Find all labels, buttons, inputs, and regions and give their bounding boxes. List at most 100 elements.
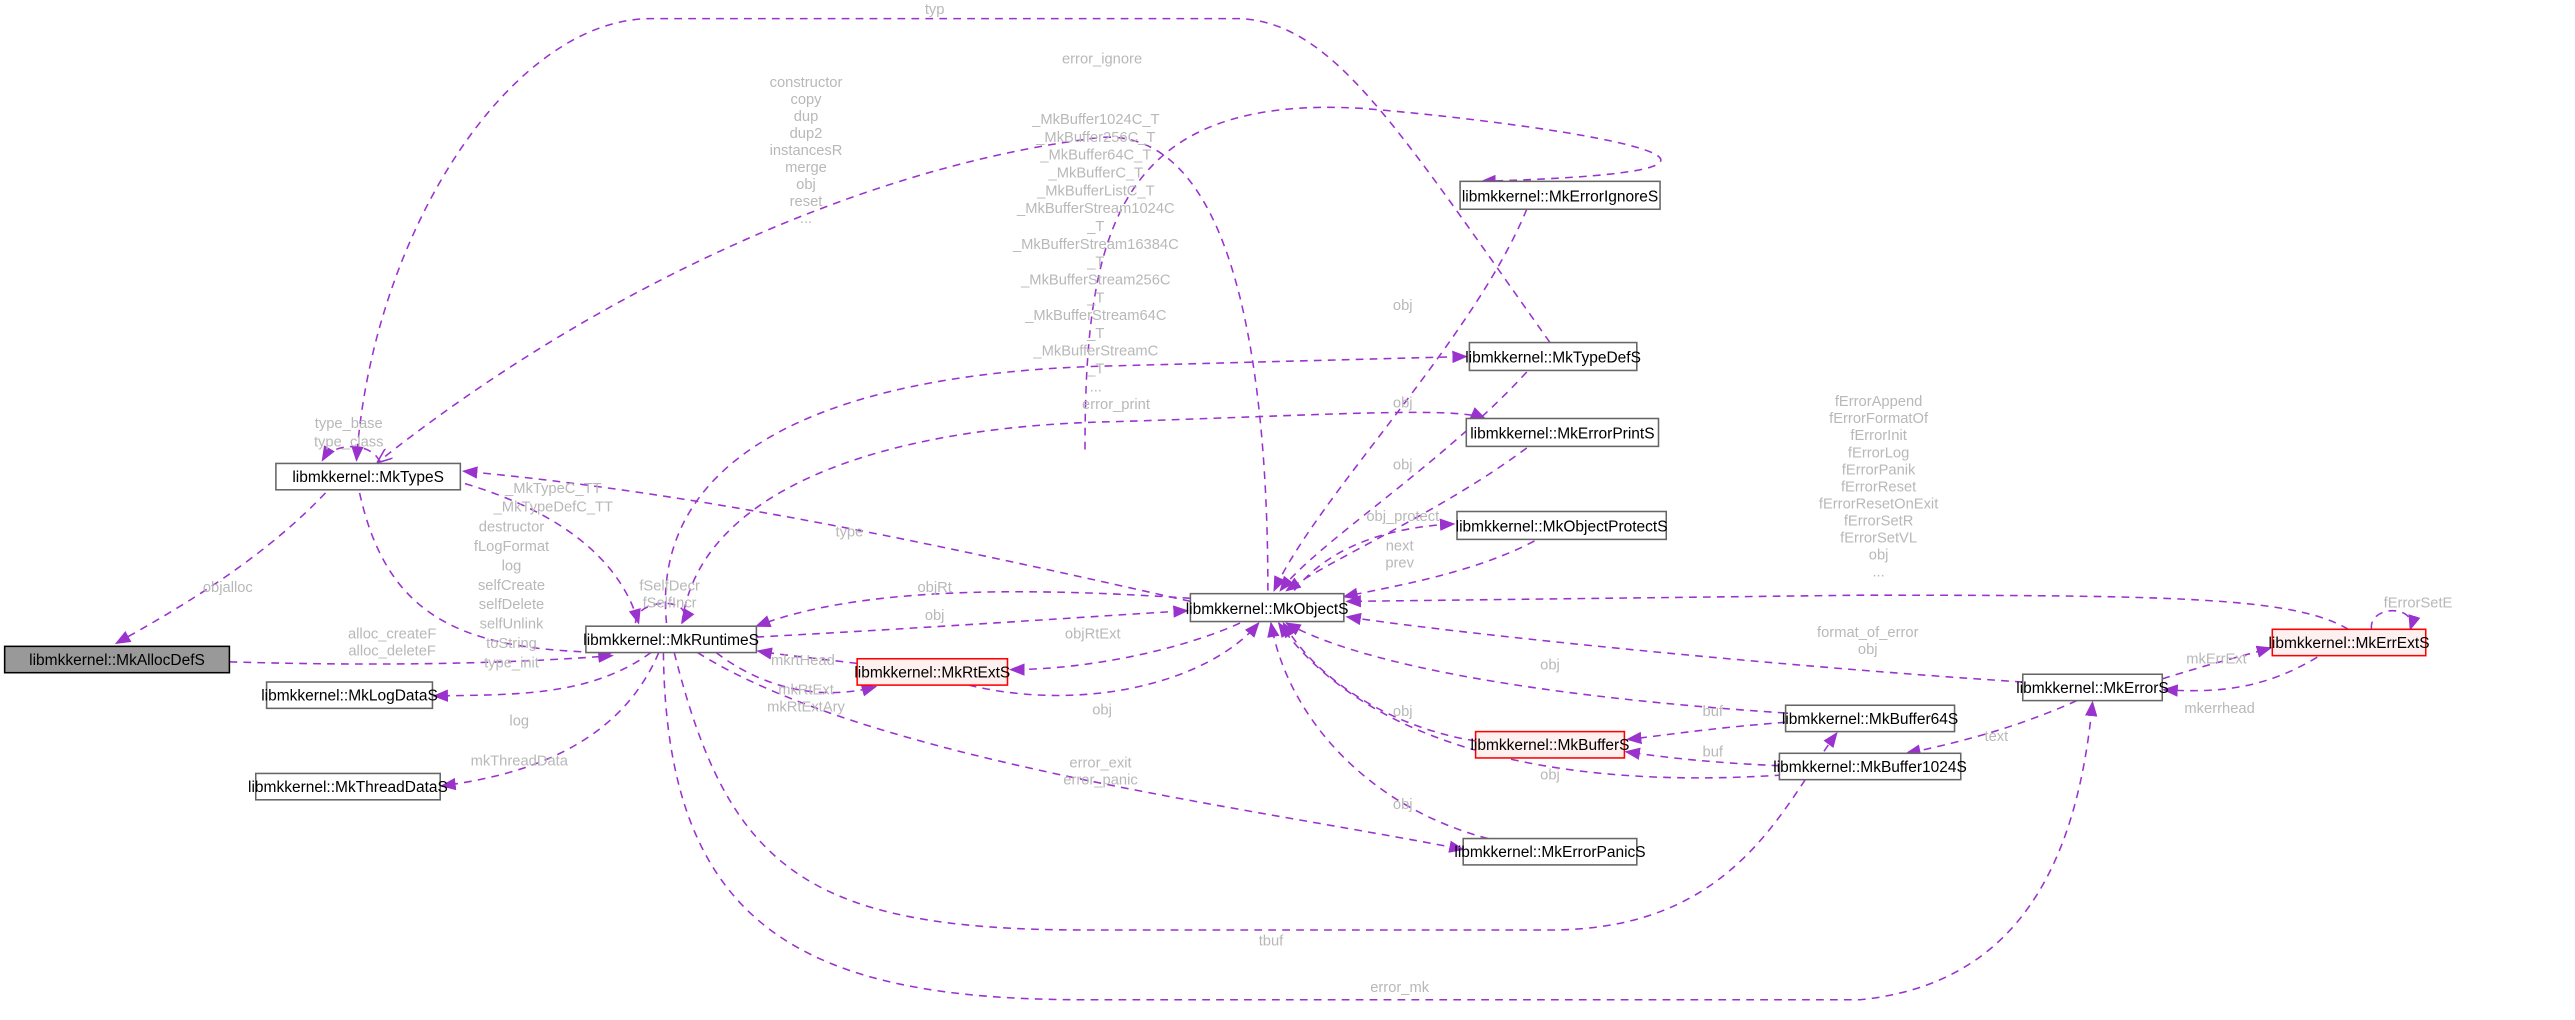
edge-label-line: fErrorLog [1848,445,1909,461]
edge-label-line: _T [1086,326,1104,342]
edge-runtime-typedef [664,350,1468,624]
edge-label-line: error_panic [1063,772,1137,788]
node-label: libmkkernel::MkLogDataS [261,688,438,705]
edge-label-line: copy [790,92,822,108]
edge-label-line: _MkBufferListC_T [1036,183,1155,199]
edge-text [1904,699,2078,757]
edge-error-mk [662,652,2098,1001]
edge-label-line: dup [794,109,819,125]
edge-label-line: fLogFormat [474,539,549,555]
edge-label-line: _T [1086,219,1104,235]
label-buf-1024: buf [1703,744,1724,760]
node-mkerrexts[interactable]: libmkkernel::MkErrExtS [2268,628,2430,657]
edge-label-line: _MkBuffer1024C_T [1031,112,1159,128]
node-label: libmkkernel::MkObjectS [1186,601,1349,618]
edge-buf1024-buf [1624,747,1780,767]
node-mkbuffer64s[interactable]: libmkkernel::MkBuffer64S [1782,704,1958,733]
node-mktypes[interactable]: libmkkernel::MkTypeS [275,462,462,491]
label-obj-buf1024: obj [1540,768,1560,784]
edge-types-to-object [378,136,1269,591]
label-error-print: error_print [1082,397,1150,413]
node-mktypedefs[interactable]: libmkkernel::MkTypeDefS [1465,341,1641,372]
label-obj-ignore: obj [1393,298,1413,314]
edge-labels: typ error_ignore constructorcopydupdup2i… [203,2,2453,996]
edge-mkErrExt [2162,645,2273,680]
label-obj-protect: obj_protect [1366,509,1439,525]
edge-mkRtExt [715,651,878,697]
edge-label-line: _MkTypeDefC_TT [493,499,613,515]
edge-label-line: obj [1869,548,1889,564]
edge-label-line: _MkBufferStreamC [1032,344,1158,360]
edge-next-prev [1342,540,1535,600]
edge-label-line: fSelfDecr [639,579,700,595]
label-text: text [1985,729,2009,745]
node-mkallocdefs[interactable]: libmkkernel::MkAllocDefS [3,645,231,674]
node-label: libmkkernel::MkTypeS [292,469,444,486]
edge-label-line: ... [800,211,812,227]
node-label: libmkkernel::MkBuffer64S [1782,711,1958,728]
node-mkbuffers[interactable]: libmkkernel::MkBufferS [1470,730,1630,759]
node-label: libmkkernel::MkAllocDefS [29,652,205,669]
edge-label-line: fErrorResetOnExit [1819,496,1938,512]
label-errext-obj: fErrorAppendfErrorFormatOffErrorInitfErr… [1819,394,1938,580]
edge-panic-obj [1267,621,1489,840]
node-mkrtexts[interactable]: libmkkernel::MkRtExtS [854,657,1010,686]
label-types-to-object: constructorcopydupdup2instancesRmergeobj… [770,75,843,227]
label-objRtExt: objRtExt [1065,627,1121,643]
label-types-runtime: _MkTypeC_TT _MkTypeDefC_TT [493,481,613,516]
node-mkerrors[interactable]: libmkkernel::MkErrorS [2016,673,2169,702]
node-label: libmkkernel::MkTypeDefS [1465,350,1641,367]
node-label: libmkkernel::MkRuntimeS [583,632,759,649]
edge-errext-self [2370,610,2421,631]
label-fErrorSetE: fErrorSetE [2384,596,2453,612]
edge-label-line: type_init [484,655,539,671]
edge-label-line: merge [785,160,827,176]
edge-obj-ignore [1273,208,1528,592]
node-mkruntimes[interactable]: libmkkernel::MkRuntimeS [583,625,759,654]
node-mkerrorprints[interactable]: libmkkernel::MkErrorPrintS [1465,417,1660,448]
edge-types-self [321,445,381,463]
edge-label-line: _MkBufferC_T [1048,165,1144,181]
edge-mkrtHead [756,647,858,665]
edge-label-line: alloc_deleteF [348,644,436,660]
edge-label-line: _MkTypeC_TT [504,481,602,497]
node-mkbuffer1024s[interactable]: libmkkernel::MkBuffer1024S [1773,752,1967,781]
edge-objalloc [114,492,327,645]
node-mkthreaddatas[interactable]: libmkkernel::MkThreadDataS [248,772,448,801]
label-mkErrExt: mkErrExt [2186,651,2247,667]
edge-label-line: _MkBuffer256C_T [1035,130,1155,146]
node-mkobjects[interactable]: libmkkernel::MkObjectS [1186,592,1349,623]
edge-alloc [229,650,614,665]
node-label: libmkkernel::MkBuffer1024S [1773,759,1967,776]
node-label: libmkkernel::MkObjectProtectS [1456,519,1668,536]
node-mkobjectprotects[interactable]: libmkkernel::MkObjectProtectS [1456,510,1668,541]
edge-label-line: obj [1858,642,1878,658]
node-label: libmkkernel::MkErrorPanicS [1454,844,1645,861]
label-objRt: objRt [917,580,951,596]
edge-label-line: fSelfIncr [643,596,697,612]
edge-label-line: _MkBufferStream64C [1024,308,1167,324]
edge-label-line: prev [1385,555,1414,571]
edge-error-ignore [1084,106,1662,450]
edge-label-line: alloc_createF [348,627,436,643]
edge-type [461,466,1191,603]
label-error-mk: error_mk [1370,980,1430,996]
label-typ: typ [925,2,945,18]
edge-label-line: log [502,558,522,574]
node-mklogdatas[interactable]: libmkkernel::MkLogDataS [261,681,438,710]
label-obj: obj [925,608,945,624]
label-type: type [835,524,863,540]
node-mkerrorignores[interactable]: libmkkernel::MkErrorIgnoreS [1459,180,1661,211]
label-obj-buffer: obj [1393,704,1413,720]
edge-objRt [754,590,1191,627]
edge-objRtExt [1009,622,1241,676]
node-mkerrorpanics[interactable]: libmkkernel::MkErrorPanicS [1454,837,1646,866]
label-runtime-to-typedef: _MkBuffer1024C_T _MkBuffer256C_T _MkBuffer… [1012,112,1179,395]
edge-label-line: type_class [314,434,384,450]
edge-label-line: format_of_error [1817,625,1919,641]
edges [114,17,2421,1001]
edge-label-line: fErrorSetVL [1840,531,1917,547]
